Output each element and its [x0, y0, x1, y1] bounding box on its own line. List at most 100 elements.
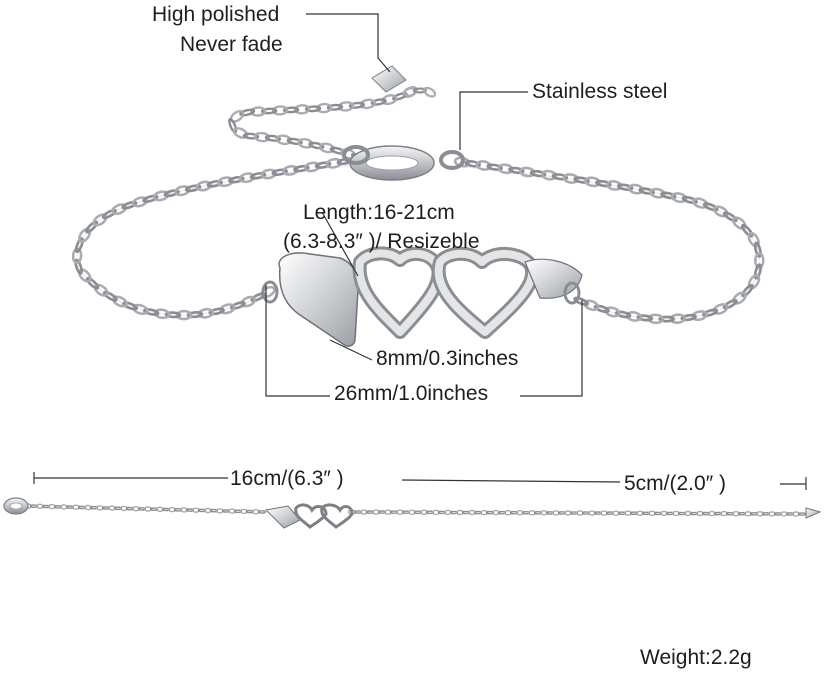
chain-link — [702, 202, 719, 212]
chain-link — [753, 241, 762, 258]
chain-link — [260, 107, 278, 115]
chain-link — [173, 507, 183, 512]
chain-link — [203, 507, 213, 514]
chain-link — [583, 299, 600, 312]
chain-link — [152, 190, 170, 202]
chain-link — [206, 179, 223, 188]
chain-link — [627, 183, 645, 195]
chain-link — [293, 104, 311, 115]
chain-link — [59, 504, 69, 510]
heart-pendant — [261, 246, 583, 347]
chain-link — [229, 109, 245, 123]
chain-link — [77, 505, 87, 510]
chain-link — [518, 166, 536, 178]
chain-link — [111, 203, 128, 216]
chain-link — [271, 168, 288, 176]
chain-link — [217, 176, 234, 188]
label-stainless-steel: Stainless steel — [532, 80, 668, 103]
chain-link — [297, 137, 314, 149]
chain-link — [747, 231, 760, 248]
chain-link — [755, 511, 765, 517]
chain-link — [209, 508, 219, 513]
chain-link — [681, 195, 698, 205]
chain-link — [179, 507, 189, 513]
chain-link — [551, 510, 561, 516]
chain-link — [625, 310, 643, 322]
chain-link — [41, 504, 51, 509]
chain-link — [249, 172, 267, 180]
bracket-heart-height-2 — [329, 339, 373, 361]
chain-link — [533, 510, 543, 515]
chain-link — [112, 295, 128, 308]
chain-link — [229, 301, 246, 310]
chain-link — [53, 504, 63, 509]
chain-link — [370, 98, 387, 106]
chain-link — [443, 509, 453, 516]
chain-link — [473, 510, 483, 515]
chain-link — [249, 106, 267, 117]
label-never-fade: Never fade — [180, 33, 283, 56]
chain-link — [314, 161, 332, 169]
chain-link — [497, 510, 507, 515]
chain-link — [539, 510, 549, 516]
label-main-length: 16cm/(6.3″ ) — [230, 467, 344, 490]
chain-link — [275, 134, 292, 146]
chain-link — [113, 506, 123, 511]
chain-link — [587, 510, 597, 516]
chain-link — [85, 277, 100, 290]
chain-link — [691, 310, 708, 322]
chain-link — [605, 179, 623, 191]
chain-link — [767, 511, 777, 517]
label-heart-height: 8mm/0.3inches — [372, 347, 523, 371]
chain-link — [741, 223, 754, 238]
chain-link — [264, 134, 282, 142]
chain-link — [713, 511, 723, 516]
chain-link — [653, 511, 663, 516]
chain-link — [599, 510, 609, 516]
chain-link — [702, 308, 719, 318]
chain-link — [195, 180, 213, 192]
chain-link — [557, 511, 567, 515]
chain-link — [647, 313, 664, 325]
chain-link — [636, 314, 654, 322]
chain-link — [228, 175, 245, 184]
chain-link — [616, 183, 634, 191]
bracket-pendant-width — [265, 285, 330, 397]
chain-link — [722, 211, 738, 223]
chain-link — [515, 509, 525, 516]
chain-link — [395, 509, 405, 515]
chain-link — [573, 296, 589, 306]
chain-link — [377, 510, 387, 514]
chain-link — [521, 510, 531, 515]
chain-link — [167, 506, 177, 513]
chain-link — [413, 510, 423, 515]
chain-link — [779, 511, 789, 517]
chain-link — [455, 509, 465, 516]
chain-link — [197, 508, 207, 513]
chain-link — [692, 197, 709, 209]
chain-link — [149, 507, 159, 512]
chain-link — [47, 503, 57, 510]
chain-link — [208, 307, 225, 316]
label-weight: Weight:2.2g — [640, 646, 752, 669]
chain-link — [437, 510, 447, 515]
chain-link — [491, 509, 501, 516]
chain-link — [371, 509, 381, 515]
chain-link — [707, 510, 717, 517]
chain-link — [497, 163, 514, 175]
chain-link — [419, 509, 429, 516]
chain-link — [569, 511, 579, 515]
chain-link — [680, 313, 697, 322]
chain-link — [725, 511, 735, 516]
label-high-polished: High polished — [152, 3, 280, 26]
chain-link — [461, 510, 471, 515]
chain-link — [732, 291, 747, 305]
chain-link — [143, 308, 160, 316]
chain-link — [197, 307, 215, 319]
chain-link — [233, 509, 243, 514]
chain-link — [486, 163, 503, 171]
lower-chain-links — [23, 503, 807, 517]
chain-link — [239, 508, 249, 515]
chain-link — [383, 509, 393, 515]
